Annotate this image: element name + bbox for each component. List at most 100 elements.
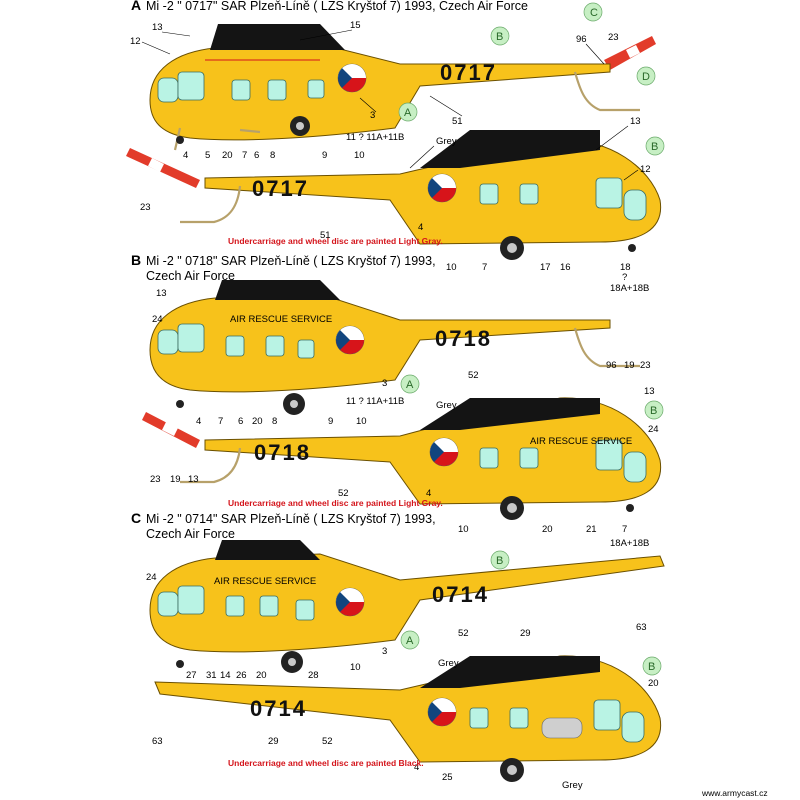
svg-text:10: 10 [356, 416, 367, 427]
svg-text:B: B [651, 141, 658, 153]
svg-text:7: 7 [242, 150, 247, 161]
svg-text:B: B [650, 405, 657, 417]
helicopter-right-profile [154, 655, 662, 782]
profile-letter: A [131, 0, 141, 13]
svg-text:Grey: Grey [436, 400, 457, 411]
svg-text:13: 13 [644, 386, 655, 397]
svg-text:D: D [642, 71, 650, 83]
profile-title: Mi -2 " 0717" SAR Plzeň-Líně ( LZS Kryšt… [146, 0, 528, 13]
profile-title: Mi -2 " 0718" SAR Plzeň-Líně ( LZS Kryšt… [146, 254, 436, 268]
callouts-upper: 24 52 29 63 3 27 31 14 26 20 28 10 [146, 572, 647, 681]
callouts-upper: 13 12 15 96 23 51 3 4 5 20 7 6 8 9 10 11… [130, 20, 619, 161]
registration-number: 0717 [440, 60, 497, 85]
svg-text:26: 26 [236, 670, 247, 681]
badge-a: A [398, 102, 418, 122]
svg-text:10: 10 [354, 150, 365, 161]
callouts-lower: Grey 20 63 29 52 4 25 Grey [152, 658, 659, 791]
svg-text:18A+18B: 18A+18B [610, 538, 649, 549]
svg-text:16: 16 [560, 262, 571, 273]
svg-text:?: ? [622, 272, 627, 283]
svg-text:4: 4 [414, 762, 419, 773]
helicopter-left-profile [149, 540, 665, 673]
svg-text:20: 20 [256, 670, 267, 681]
svg-text:23: 23 [608, 32, 619, 43]
svg-text:4: 4 [183, 150, 188, 161]
badge-a: A [400, 630, 420, 650]
svg-text:13: 13 [152, 22, 163, 33]
profile-c: C Mi -2 " 0714" SAR Plzeň-Líně ( LZS Kry… [131, 510, 665, 791]
svg-text:3: 3 [382, 646, 387, 657]
badge-b: B [490, 26, 510, 46]
profile-letter: C [131, 510, 141, 526]
svg-text:20: 20 [252, 416, 263, 427]
badge-b-lower: B [642, 656, 662, 676]
svg-text:8: 8 [272, 416, 277, 427]
site-url: www.armycast.cz [701, 788, 768, 798]
svg-text:28: 28 [308, 670, 319, 681]
callouts-lower: Grey 13 24 23 19 13 52 4 10 20 21 7 18A+… [150, 386, 659, 549]
svg-text:13: 13 [188, 474, 199, 485]
svg-text:20: 20 [222, 150, 233, 161]
helicopter-right-profile [142, 397, 662, 520]
badge-d: D [636, 66, 656, 86]
svg-text:10: 10 [350, 662, 361, 673]
badge-c: C [583, 2, 603, 22]
svg-text:19: 19 [170, 474, 181, 485]
svg-text:7: 7 [218, 416, 223, 427]
svg-text:3: 3 [382, 378, 387, 389]
svg-text:13: 13 [630, 116, 641, 127]
badge-b-lower: B [644, 400, 664, 420]
svg-text:A: A [406, 379, 414, 391]
svg-text:6: 6 [254, 150, 259, 161]
svg-text:23: 23 [150, 474, 161, 485]
profile-b: B Mi -2 " 0718" SAR Plzeň-Líně ( LZS Kry… [131, 252, 664, 549]
svg-text:B: B [496, 555, 503, 567]
registration-number-lower: 0718 [254, 440, 311, 465]
svg-text:52: 52 [458, 628, 469, 639]
svg-text:Grey: Grey [436, 136, 457, 147]
svg-text:9: 9 [322, 150, 327, 161]
svg-text:23: 23 [140, 202, 151, 213]
svg-text:24: 24 [146, 572, 157, 583]
registration-number: 0718 [435, 326, 492, 351]
svg-text:3: 3 [370, 110, 375, 121]
svg-text:52: 52 [322, 736, 333, 747]
svg-text:10: 10 [458, 524, 469, 535]
callouts-upper: 13 24 52 96 19 23 3 4 7 6 20 8 9 10 11 ?… [152, 288, 651, 427]
svg-text:29: 29 [268, 736, 279, 747]
svg-text:10: 10 [446, 262, 457, 273]
svg-text:25: 25 [442, 772, 453, 783]
svg-text:52: 52 [338, 488, 349, 499]
badge-b-lower: B [645, 136, 665, 156]
svg-text:17: 17 [540, 262, 551, 273]
undercarriage-note: Undercarriage and wheel disc are painted… [228, 758, 424, 768]
helicopter-left-profile [149, 24, 656, 151]
svg-text:12: 12 [130, 36, 141, 47]
fuselage-text: AIR RESCUE SERVICE [230, 314, 332, 325]
svg-text:C: C [590, 7, 598, 19]
svg-text:20: 20 [542, 524, 553, 535]
svg-text:21: 21 [586, 524, 597, 535]
svg-text:19: 19 [624, 360, 635, 371]
fuselage-text: AIR RESCUE SERVICE [214, 576, 316, 587]
svg-text:12: 12 [640, 164, 651, 175]
svg-text:27: 27 [186, 670, 197, 681]
svg-text:15: 15 [350, 20, 361, 31]
svg-text:A: A [404, 107, 412, 119]
svg-text:51: 51 [452, 116, 463, 127]
svg-text:18A+18B: 18A+18B [610, 283, 649, 294]
svg-text:11 ? 11A+11B: 11 ? 11A+11B [346, 396, 404, 407]
svg-text:8: 8 [270, 150, 275, 161]
profile-title-line2: Czech Air Force [146, 269, 235, 283]
undercarriage-note: Undercarriage and wheel disc are painted… [228, 236, 443, 246]
registration-number: 0714 [432, 582, 489, 607]
svg-text:B: B [648, 661, 655, 673]
svg-text:29: 29 [520, 628, 531, 639]
svg-text:18: 18 [620, 262, 631, 273]
svg-text:B: B [496, 31, 503, 43]
svg-text:24: 24 [152, 314, 163, 325]
svg-text:4: 4 [418, 222, 423, 233]
svg-text:96: 96 [576, 34, 587, 45]
profile-title: Mi -2 " 0714" SAR Plzeň-Líně ( LZS Kryšt… [146, 512, 436, 526]
undercarriage-note: Undercarriage and wheel disc are painted… [228, 498, 443, 508]
